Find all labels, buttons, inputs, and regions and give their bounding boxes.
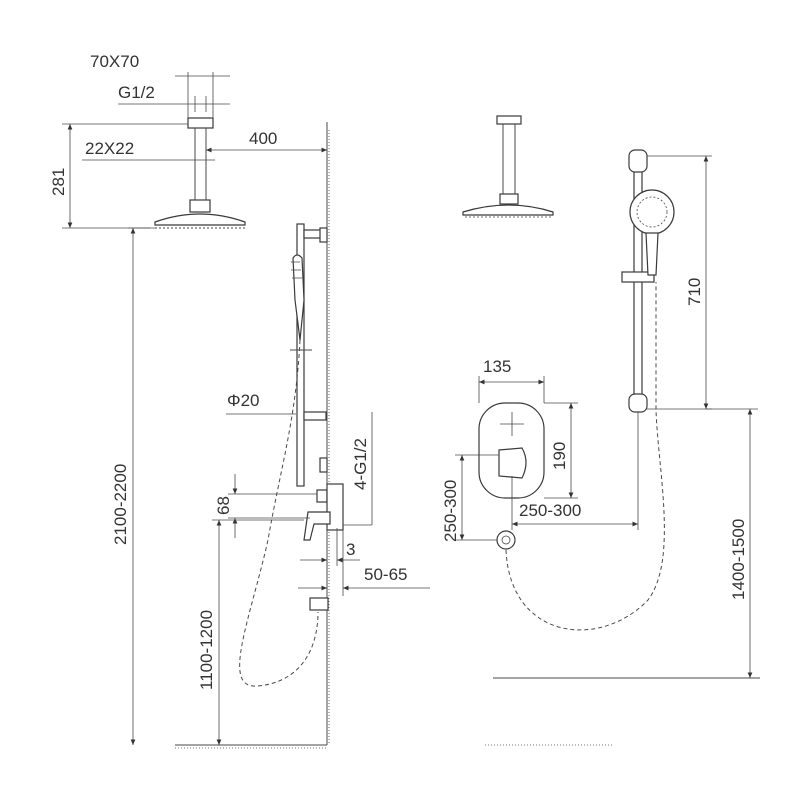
overhead-shower-arm: [154, 117, 246, 229]
valve-trim-plate: [478, 402, 545, 499]
dim-inlet-thread: 4-G1/2: [343, 412, 373, 526]
label-arm-length: 400: [249, 129, 277, 148]
dim-inlet-spacing: 68: [214, 474, 317, 538]
label-rail-length: 710: [685, 278, 704, 306]
front-elevation-view: 135 190 250-300 250-300 710: [441, 115, 760, 746]
dim-plate-width: 135: [478, 357, 545, 403]
dim-arm-length: 400: [206, 129, 327, 153]
label-outlet-drop: 250-300: [441, 480, 460, 542]
label-plate-height: 190: [550, 442, 569, 470]
label-inlet-thread: 4-G1/2: [351, 438, 370, 490]
label-inlet-spacing: 68: [214, 496, 233, 515]
label-arm-flange: 70X70: [90, 52, 139, 71]
hose-outlet: [496, 530, 516, 550]
label-arm-drop: 281: [49, 168, 68, 196]
label-arm-thread: G1/2: [118, 83, 155, 102]
label-wall-depth: 50-65: [364, 565, 407, 584]
dim-overhead-height: 2100-2200: [111, 227, 155, 745]
dim-hose-diameter: Φ20: [226, 391, 296, 415]
label-rail-height: 1400-1500: [729, 519, 748, 600]
overhead-shower-front: [462, 115, 554, 218]
mixer-valve: [303, 483, 344, 611]
dim-wall-depth: 50-65: [298, 530, 430, 596]
hand-shower-front: [629, 189, 675, 276]
side-elevation-view: 70X70 G1/2 22X22 400 281: [49, 52, 430, 749]
label-overhead-height: 2100-2200: [111, 464, 130, 545]
dim-valve-height: 1100-1200: [197, 519, 304, 745]
hand-shower: [291, 254, 305, 341]
label-arm-tube: 22X22: [85, 139, 134, 158]
label-valve-height: 1100-1200: [197, 610, 216, 690]
shower-hose-front: [505, 282, 665, 631]
slide-rail: [290, 223, 328, 487]
slide-rail-front: [621, 149, 655, 413]
label-hose-diameter: Φ20: [227, 391, 259, 410]
dim-rail-offset: 250-300: [511, 412, 639, 530]
label-rail-offset: 250-300: [519, 501, 581, 520]
label-wall-gap: 3: [346, 540, 355, 559]
dim-arm-thread: G1/2: [118, 83, 230, 112]
label-plate-width: 135: [483, 357, 511, 376]
dim-outlet-drop: 250-300: [441, 454, 499, 542]
dim-arm-tube: 22X22: [82, 139, 215, 161]
wall: [175, 122, 330, 749]
dim-plate-height: 190: [544, 402, 578, 499]
dim-rail-height: 1400-1500: [706, 408, 758, 678]
dim-arm-flange: 70X70: [90, 52, 230, 118]
dim-rail-length: 710: [647, 155, 712, 410]
dim-wall-gap: 3: [300, 528, 360, 566]
